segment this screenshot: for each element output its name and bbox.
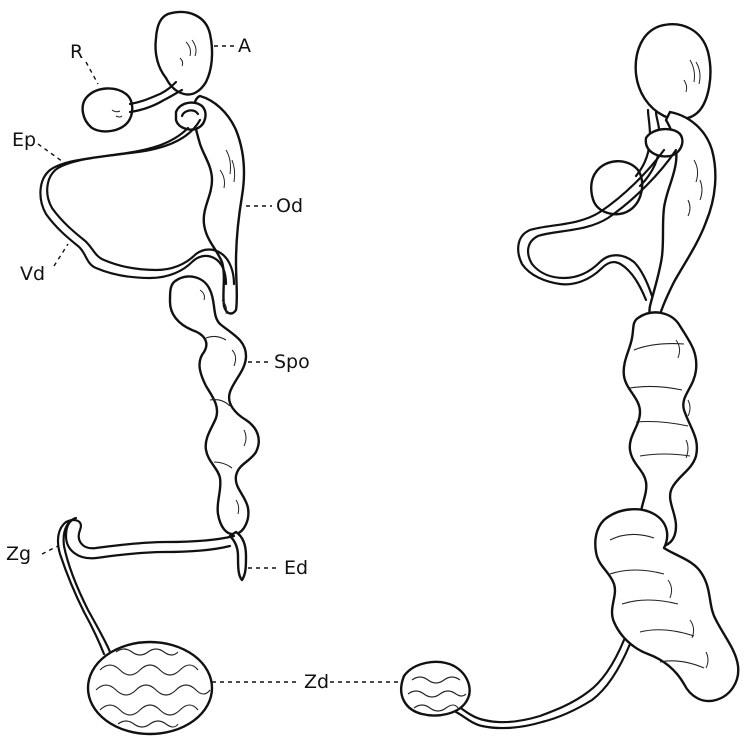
left-specimen <box>40 12 258 734</box>
label-Zd: Zd <box>304 671 329 693</box>
right-specimen <box>401 24 738 728</box>
ejaculatory-duct-left <box>230 532 246 580</box>
hermaphrodite-duct-left <box>58 520 234 654</box>
label-Zg: Zg <box>6 543 31 565</box>
receptaculum-left <box>83 88 133 131</box>
label-Od: Od <box>276 195 303 217</box>
label-Ed: Ed <box>284 557 308 579</box>
label-Ep: Ep <box>12 129 36 151</box>
hermaphrodite-gland-right <box>401 662 469 716</box>
albumen-gland-left <box>155 12 212 94</box>
spermoviduct-left <box>170 276 259 534</box>
hermaphrodite-duct-right <box>458 640 624 722</box>
receptaculum-right <box>591 161 642 214</box>
label-Vd: Vd <box>20 263 45 285</box>
label-A: A <box>238 35 251 57</box>
vas-deferens-left <box>40 128 226 284</box>
label-Spo: Spo <box>274 351 310 373</box>
label-R: R <box>70 41 83 63</box>
